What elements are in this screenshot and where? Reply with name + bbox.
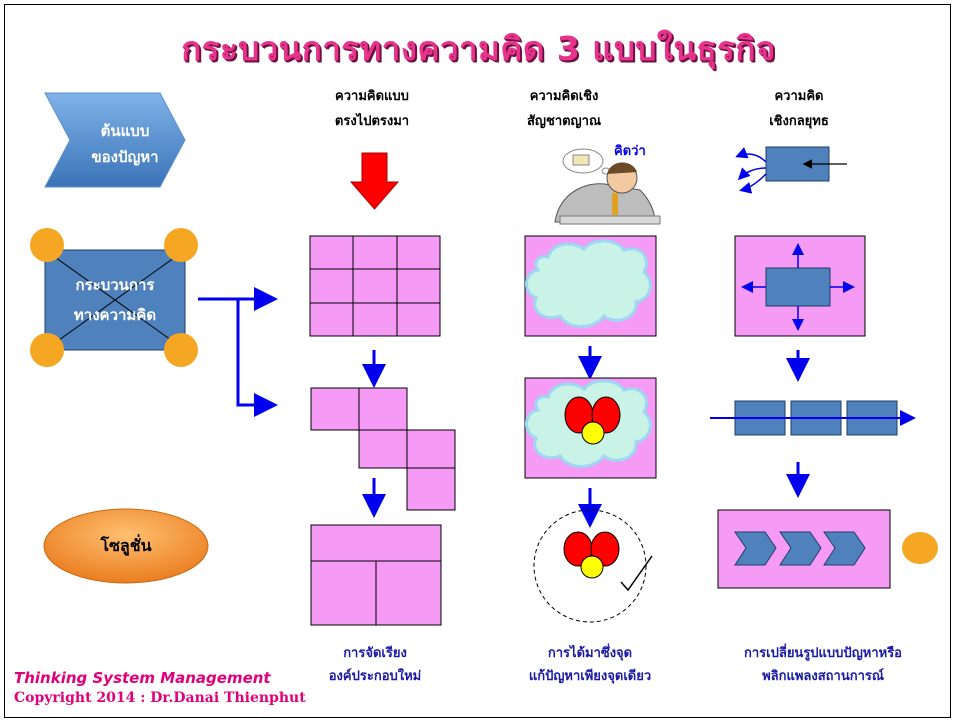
caption-intuitive: การได้มาซึ่งจุด แก้ปัญหาเพียงจุดเดียว	[470, 642, 710, 688]
column-header-direct: ความคิดแบบ ตรงไปตรงมา	[277, 84, 467, 134]
caption-strategic-line1: การเปลี่ยนรูปแบบปัญหาหรือ	[744, 646, 902, 661]
cloud-box-2	[524, 377, 657, 479]
column-header-intuitive-line1: ความคิดเชิง	[529, 89, 599, 104]
column-header-direct-line2: ตรงไปตรงมา	[334, 114, 410, 129]
thinking-process-line1: กระบวนการ	[75, 276, 155, 294]
caption-intuitive-line1: การได้มาซึ่งจุด	[547, 646, 633, 661]
caption-direct: การจัดเรียง องค์ประกอบใหม่	[255, 642, 495, 688]
expand-box	[734, 235, 866, 337]
footer-line1: Thinking System Management	[14, 669, 271, 687]
solution-pill	[43, 508, 209, 584]
problem-pattern-chevron	[44, 92, 186, 188]
rearranged-layout	[310, 524, 442, 626]
thinking-process-line2: ทางความคิด	[73, 306, 157, 324]
thought-bubble-text: คิดว่า	[614, 144, 646, 159]
single-solution-circle	[533, 509, 653, 623]
caption-strategic-line2: พลิกแพลงสถานการณ์	[762, 669, 884, 684]
slide-title: กระบวนการทางความคิด 3 แบบในธุรกิจ	[181, 29, 776, 68]
grid-3x3	[309, 235, 441, 337]
thinking-person-illustration	[554, 148, 661, 225]
problem-pattern-line2: ของปัญหา	[91, 148, 159, 166]
caption-intuitive-line2: แก้ปัญหาเพียงจุดเดียว	[528, 669, 652, 684]
thinking-process-label: กระบวนการ ทางความคิด	[45, 270, 185, 330]
column-header-intuitive: ความคิดเชิง สัญชาตญาณ	[469, 84, 659, 134]
process-connector-arrows	[198, 287, 278, 417]
staircase-blocks	[310, 387, 456, 511]
orange-dot	[902, 532, 938, 564]
strategic-icon	[735, 146, 847, 194]
linked-blocks	[710, 400, 916, 436]
problem-pattern-line1: ต้นแบบ	[100, 122, 150, 140]
red-down-arrow	[349, 152, 400, 210]
chevron-flow-box	[717, 509, 891, 589]
column-header-intuitive-line2: สัญชาตญาณ	[526, 114, 601, 129]
column-header-strategic: ความคิด เชิงกลยุทธ	[704, 84, 894, 134]
solution-label: โซลูชั่น	[100, 536, 152, 555]
problem-pattern-label: ต้นแบบ ของปัญหา	[70, 118, 180, 170]
cloud-box-1	[524, 235, 657, 337]
footer-line2: Copyright 2014 : Dr.Danai Thienphut	[14, 690, 306, 706]
slide-frame	[4, 4, 951, 718]
column-header-strategic-line2: เชิงกลยุทธ	[769, 114, 829, 129]
caption-direct-line1: การจัดเรียง	[343, 646, 407, 661]
caption-direct-line2: องค์ประกอบใหม่	[328, 669, 422, 684]
column-header-strategic-line1: ความคิด	[774, 89, 824, 104]
caption-strategic: การเปลี่ยนรูปแบบปัญหาหรือ พลิกแพลงสถานกา…	[700, 642, 946, 688]
column-header-direct-line1: ความคิดแบบ	[335, 89, 409, 104]
thinking-process-box	[30, 228, 198, 367]
